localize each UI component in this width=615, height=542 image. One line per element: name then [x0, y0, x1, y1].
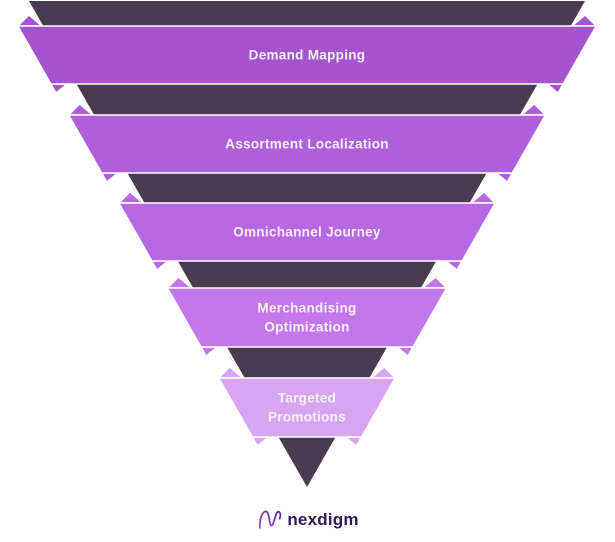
logo-squiggle	[258, 510, 281, 529]
ribbon-flap-left	[251, 436, 270, 447]
funnel-level-label: Optimization	[264, 320, 349, 335]
funnel-level-label: Assortment Localization	[225, 137, 389, 152]
ribbon-flap-left	[151, 260, 169, 271]
funnel-level-label: Demand Mapping	[249, 48, 366, 63]
ribbon-flap-left	[200, 346, 218, 357]
ribbon-face	[118, 202, 496, 262]
brand-name: nexdigm	[287, 510, 359, 529]
ribbon-flap-right	[495, 172, 513, 183]
nexdigm-logo-icon	[258, 510, 281, 529]
ribbon-flap-right	[546, 83, 564, 94]
ribbon-wing-left	[166, 276, 193, 289]
ribbon-face	[166, 287, 448, 348]
funnel-level-label: Merchandising	[257, 301, 356, 316]
ribbon-wing-right	[370, 366, 396, 379]
funnel-level-label: Targeted	[278, 391, 336, 406]
ribbon-flap-right	[445, 260, 463, 271]
ribbon-face	[17, 25, 597, 85]
funnel-level-2: Assortment Localization	[67, 103, 547, 183]
ribbon-wing-left	[218, 366, 244, 379]
ribbon-face	[67, 114, 547, 174]
funnel-level-label: Omnichannel Journey	[233, 225, 381, 240]
funnel-level-label: Promotions	[268, 410, 346, 425]
ribbon-flap-left	[50, 83, 68, 94]
brand-footer: nexdigm	[256, 506, 358, 534]
ribbon-flap-left	[101, 172, 119, 183]
ribbon-face	[218, 377, 396, 438]
ribbon-flap-right	[344, 436, 363, 447]
funnel-level-1: Demand Mapping	[17, 14, 597, 94]
ribbon-flap-right	[396, 346, 414, 357]
ribbon-wing-right	[421, 276, 448, 289]
funnel-level-3: Omnichannel Journey	[118, 191, 496, 271]
